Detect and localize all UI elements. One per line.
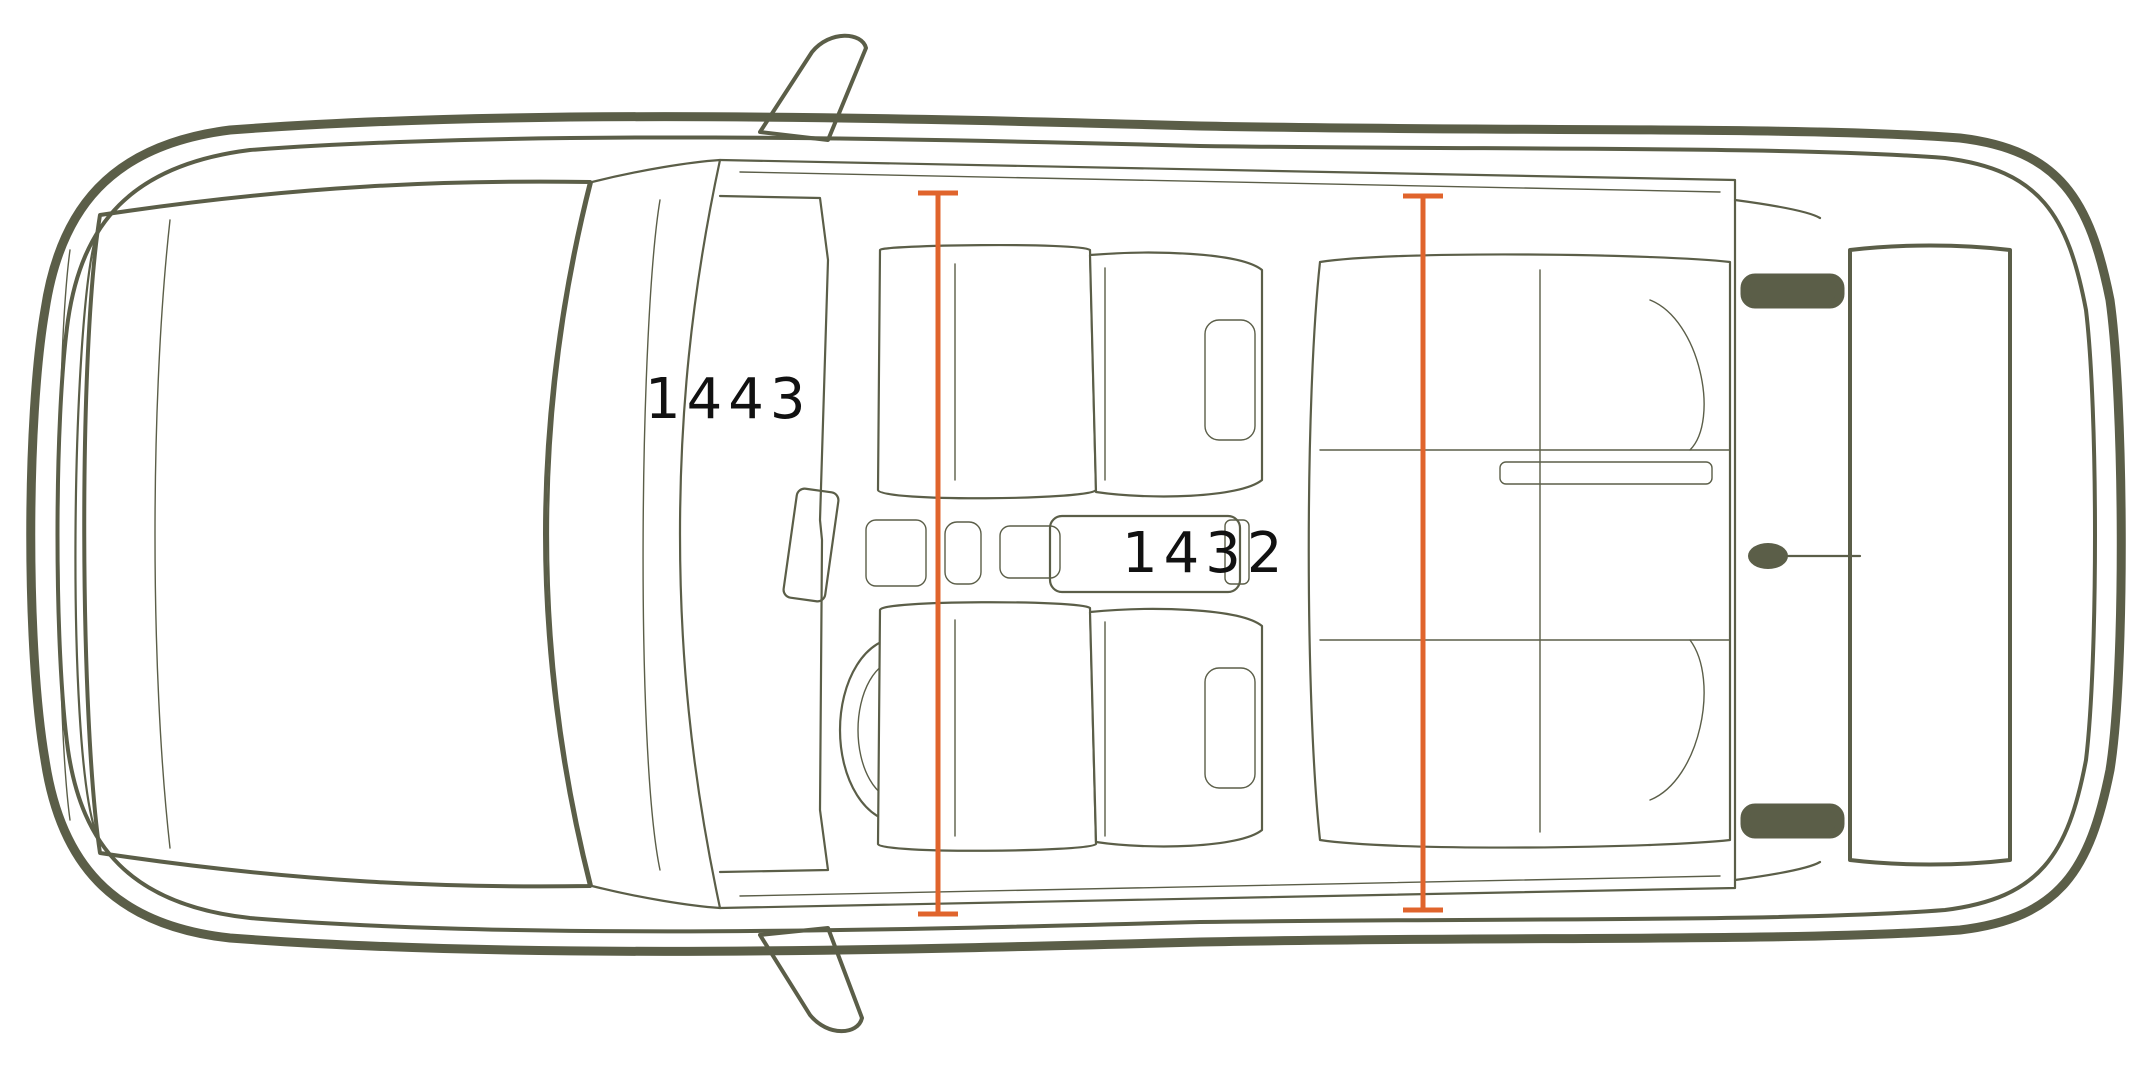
front-track-dimension: 1443 (645, 190, 958, 917)
center-console (1048, 514, 1250, 594)
side-mirrors (758, 33, 868, 1033)
roof-outline (718, 158, 1737, 910)
front-bumper-line (74, 238, 97, 832)
front-right-seat-backrest (1088, 607, 1264, 848)
front-right-seat-cushion (876, 601, 1098, 852)
rear-bench-outline (1307, 253, 1732, 849)
rear-track-dimension: 1432 (1122, 193, 1443, 913)
rear-bench-seat (1307, 253, 1732, 849)
right-mirror (758, 926, 864, 1033)
front-left-seat-backrest (1088, 251, 1264, 498)
front-right-seat (876, 601, 1264, 852)
windshield-and-roof (546, 158, 1737, 910)
front-track-label: 1443 (645, 367, 812, 432)
dashboard (718, 194, 1061, 874)
front-left-seat (876, 243, 1264, 500)
tail-light-left (1740, 273, 1845, 309)
details (1733, 198, 2012, 882)
tail-light-right (1740, 803, 1845, 839)
hood (82, 179, 592, 889)
dashboard-outline (718, 194, 830, 874)
center-screen (782, 487, 840, 603)
rear-wiper (1748, 543, 1788, 569)
body-inner-outline (55, 135, 2097, 934)
body-outer-outline (26, 112, 2126, 956)
hood-outline (82, 179, 592, 889)
front-left-seat-cushion (876, 243, 1098, 500)
rear-window (1848, 243, 2012, 867)
left-mirror (758, 33, 868, 142)
console-armrest (1048, 514, 1242, 594)
windshield (546, 158, 722, 910)
rear-track-label: 1432 (1122, 521, 1289, 586)
car-body (26, 112, 2126, 956)
